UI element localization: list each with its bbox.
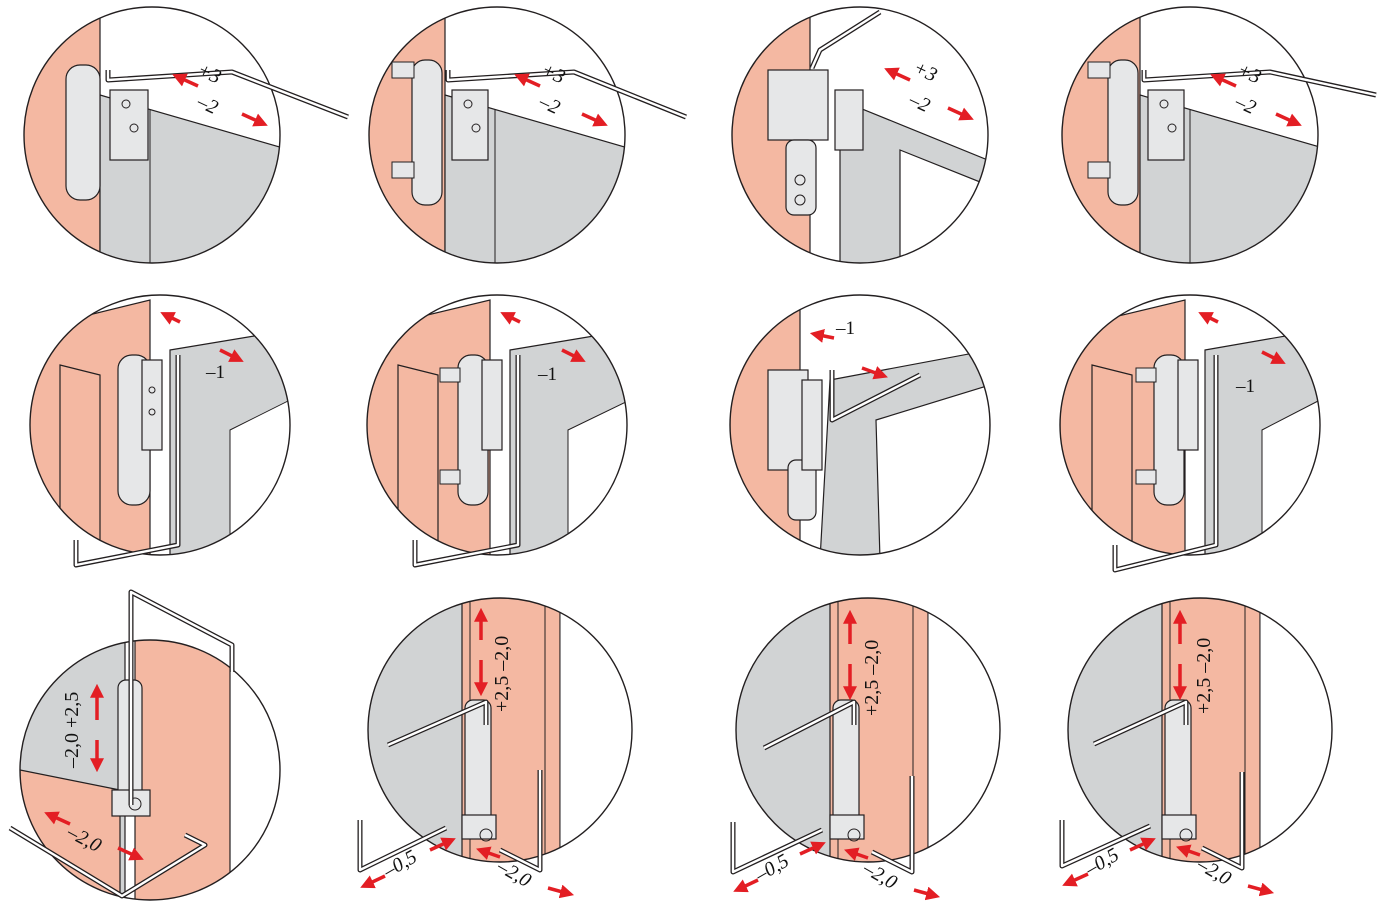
arrow-in (1176, 844, 1201, 858)
arrow-out (1247, 882, 1275, 897)
arrow-minus (241, 112, 268, 127)
arrow-minus (1275, 112, 1302, 127)
arrow-out (913, 886, 941, 901)
label-vertical: +2,5 –2,0 (1193, 638, 1215, 714)
panel-r2c1: –1 (29, 294, 291, 568)
arrow-left (733, 878, 759, 893)
panel-r2c3: –1 (729, 294, 991, 556)
arrow-plus (172, 73, 199, 88)
arrow-minus (581, 112, 608, 127)
panel-r1c1: +3 –2 (23, 6, 349, 264)
arrow-right (219, 348, 244, 362)
arrow-in (476, 846, 501, 860)
arrow-plus (514, 73, 541, 88)
label-vertical: +2,5 –2,0 (861, 640, 883, 716)
arrow-left (809, 329, 835, 343)
label-vertical: +2,5 –2,0 (491, 636, 513, 712)
arrow-left (500, 312, 521, 325)
arrow-right (1129, 837, 1156, 852)
arrow-right (561, 348, 586, 362)
arrow-right (429, 837, 456, 852)
arrow-minus (947, 106, 974, 121)
arrow-plus (1210, 73, 1237, 88)
arrow-in (844, 847, 869, 861)
arrow-left (360, 874, 386, 889)
label-minus: –1 (835, 318, 855, 339)
arrow-left (160, 312, 181, 325)
arrow-left (1062, 872, 1089, 887)
panel-r1c4: +3 –2 (1061, 6, 1377, 264)
arrow-plus (884, 67, 911, 82)
label-minus: –1 (205, 362, 225, 383)
arrow-right (1261, 350, 1286, 364)
panel-r2c4: –1 (1059, 294, 1321, 573)
arrow-out (547, 884, 575, 899)
arrow-right (861, 366, 888, 380)
panel-r1c2: +3 –2 (368, 6, 687, 264)
label-minus: –1 (537, 364, 557, 385)
panel-r3c1: –2,0 +2,5 –2,0 (8, 589, 281, 901)
arrow-left (44, 811, 71, 826)
arrow-left (1198, 312, 1219, 325)
arrow-right (117, 846, 144, 861)
panel-r2c2: –1 (366, 294, 628, 568)
panel-r3c2: +2,5 –2,0 –0,5 –2,0 (357, 597, 633, 899)
panel-r3c4: +2,5 –2,0 –0,5 –2,0 (1059, 597, 1333, 897)
label-vertical: –2,0 +2,5 (61, 692, 83, 769)
panel-r3c3: +2,5 –2,0 –0,5 –2,0 (730, 597, 1001, 901)
arrow-right (799, 841, 826, 856)
panel-r1c3: +3 –2 (731, 6, 989, 264)
label-minus: –1 (1235, 376, 1255, 397)
